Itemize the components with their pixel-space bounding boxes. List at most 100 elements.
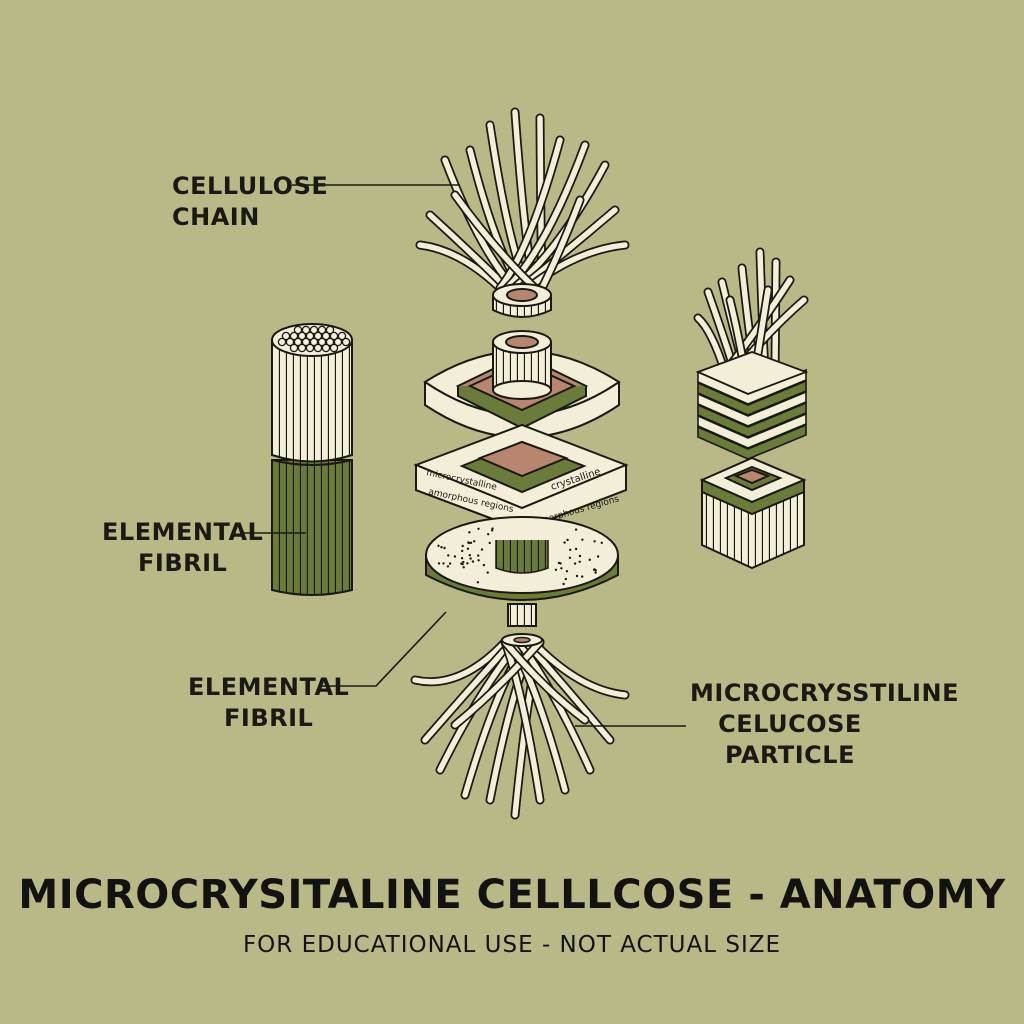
disc-stipple xyxy=(573,562,577,565)
fibril-end xyxy=(301,325,311,335)
right-layer xyxy=(697,412,807,449)
disc-stipple xyxy=(569,548,572,551)
disc-stipple xyxy=(568,556,572,559)
label-microcrystalline-particle: MICROCRYSSTILINE CELUCOSE PARTICLE xyxy=(690,679,959,769)
fibril-end xyxy=(317,337,327,347)
fibril-end xyxy=(321,331,331,341)
disc-stipple xyxy=(488,541,491,545)
fibril-end xyxy=(313,331,323,341)
fibril-end xyxy=(325,325,335,335)
disc-stipple xyxy=(559,562,562,565)
disc-stipple xyxy=(468,554,471,557)
fibril-end xyxy=(293,337,303,347)
top-strand-fill xyxy=(539,197,583,291)
disc-stipple xyxy=(476,581,480,584)
center-stack: microcrystalline crystalline amorphous r… xyxy=(410,107,630,820)
fibril-end xyxy=(309,325,319,335)
disc-stipple xyxy=(473,540,476,543)
fibril-end xyxy=(297,343,307,353)
fibril-end xyxy=(337,331,347,341)
fibril-end xyxy=(289,331,299,341)
right-layer xyxy=(697,390,807,427)
disc-stipple xyxy=(487,533,490,536)
disc-stipple xyxy=(588,558,591,561)
center-tube xyxy=(492,330,552,400)
label-cellulose-chain: CELLULOSE CHAIN xyxy=(172,172,329,231)
bottom-strand-fill xyxy=(452,639,543,728)
disc-stipple xyxy=(564,577,567,581)
disc-stipple xyxy=(581,538,584,541)
bottom-strand-fill xyxy=(422,639,515,743)
disc-stipple xyxy=(453,555,457,558)
disc-stipple xyxy=(437,544,440,547)
disc-stipple xyxy=(563,541,566,544)
disc-stipple xyxy=(446,565,450,568)
bottom-cellulose-strands xyxy=(410,637,630,820)
disc-stipple xyxy=(442,562,445,565)
fibril-end xyxy=(305,331,315,341)
fibril-end xyxy=(293,325,303,335)
right-layer xyxy=(697,379,807,416)
label-elemental-fibril-left: ELEMENTAL FIBRIL xyxy=(102,518,264,577)
disc-stipple xyxy=(461,544,464,548)
disc-stipple xyxy=(466,562,469,565)
disc-stipple xyxy=(468,531,471,534)
disc-stipple xyxy=(462,566,465,569)
top-strand-fill xyxy=(504,142,588,291)
disc-stipple xyxy=(443,546,446,550)
disc-stipple xyxy=(554,568,558,571)
disc-stipple xyxy=(581,575,584,578)
disc-stipple xyxy=(477,554,480,557)
fibril-end xyxy=(317,325,327,335)
disc-stipple xyxy=(600,541,603,544)
disc-stipple xyxy=(437,562,441,565)
disc-stipple xyxy=(462,560,465,564)
disc-stipple xyxy=(480,548,484,551)
disc-stipple xyxy=(447,554,450,557)
right-layered-block xyxy=(695,351,809,460)
disc-stipple xyxy=(461,563,464,566)
right-layer xyxy=(697,423,807,460)
disc-stipple xyxy=(460,557,464,560)
fibril-end xyxy=(325,337,335,347)
center-lower-connector xyxy=(507,603,537,627)
disc-stipple xyxy=(469,557,472,560)
top-strand-fill xyxy=(417,242,503,291)
fibril-end xyxy=(301,337,311,347)
fibril-end xyxy=(313,343,323,353)
top-ring xyxy=(492,283,552,318)
disc-stipple xyxy=(575,574,579,578)
leader-lines xyxy=(242,184,686,727)
fibril-end xyxy=(289,343,299,353)
left-fibril-lower xyxy=(271,459,353,596)
fibril-end xyxy=(305,343,315,353)
disc-stipple xyxy=(562,582,565,586)
fibril-end xyxy=(329,343,339,353)
disc-stipple xyxy=(448,562,452,565)
left-fibril-bundle xyxy=(271,323,353,596)
leader-elemental-fibril-center xyxy=(318,611,447,687)
top-strand-fill xyxy=(497,137,563,291)
middle-plate: microcrystalline crystalline amorphous r… xyxy=(413,423,629,532)
disc-stipple xyxy=(490,529,494,532)
fibril-end xyxy=(329,331,339,341)
disc-stipple xyxy=(466,547,470,550)
disc-stipple xyxy=(578,554,582,558)
fibril-end xyxy=(309,337,319,347)
disc-stipple xyxy=(469,541,473,544)
disc-stipple xyxy=(596,555,600,558)
right-strand-fill xyxy=(772,259,779,375)
top-strand-fill xyxy=(525,242,628,291)
diagram-subtitle: FOR EDUCATIONAL USE - NOT ACTUAL SIZE xyxy=(242,932,782,958)
fibril-end xyxy=(277,337,287,347)
left-fibril-upper xyxy=(271,339,353,463)
right-layer-top xyxy=(695,351,809,395)
disc-stipple xyxy=(593,568,596,571)
right-layer xyxy=(697,401,807,438)
disc-stipple xyxy=(440,546,443,549)
disc-stipple xyxy=(467,541,470,544)
disc-stipple xyxy=(565,570,569,573)
fibril-end xyxy=(333,337,343,347)
